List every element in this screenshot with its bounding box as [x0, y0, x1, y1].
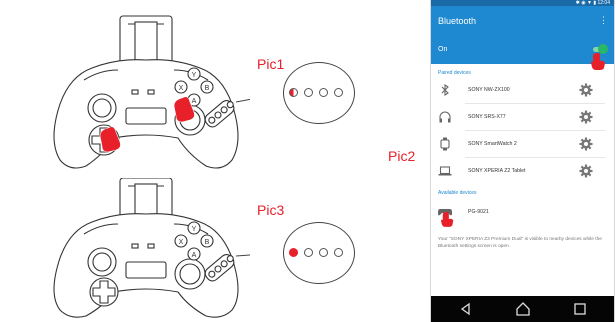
divider — [465, 103, 605, 104]
navigation-bar — [431, 296, 614, 322]
recents-icon[interactable] — [572, 301, 588, 317]
led-2 — [304, 88, 313, 97]
screen-title: Bluetooth — [438, 16, 477, 26]
app-bar: Bluetooth ⋮ — [431, 6, 614, 36]
paired-device-row[interactable]: SONY SmartWatch 2 — [431, 131, 614, 157]
gear-icon[interactable] — [579, 110, 593, 124]
tap-hand-icon — [441, 211, 454, 227]
gear-icon[interactable] — [579, 83, 593, 97]
home-icon[interactable] — [515, 301, 531, 317]
bluetooth-icon — [441, 83, 449, 97]
device-name: PG-9021 — [468, 209, 489, 215]
press-hand-icons — [99, 96, 195, 153]
controller-pic3: Y X B A — [53, 178, 250, 318]
led-magnifier-pic3 — [283, 222, 355, 284]
button-y-label: Y — [192, 72, 197, 79]
controller-pic1: Y X B A — [53, 15, 250, 169]
laptop-icon — [438, 166, 452, 176]
device-name: SONY NW-ZX100 — [468, 87, 510, 93]
pic1-label: Pic1 — [257, 56, 285, 72]
gear-icon[interactable] — [579, 137, 593, 151]
paired-device-row[interactable]: SONY XPERIA Z2 Tablet — [431, 158, 614, 184]
paired-device-row[interactable]: SONY SRS-X77 — [431, 104, 614, 130]
led-2 — [304, 248, 313, 257]
led-3 — [319, 88, 328, 97]
led-magnifier-pic1 — [283, 62, 355, 124]
watch-icon — [440, 137, 450, 151]
bluetooth-toggle-row[interactable]: On — [431, 36, 614, 64]
pic2-label: Pic2 — [388, 148, 416, 164]
status-bar: ✱ ◉ ▼ ▮ 12:04 — [431, 0, 614, 6]
button-x-label: X — [179, 239, 184, 246]
toggle-label: On — [438, 46, 448, 53]
device-name: SONY SRS-X77 — [468, 114, 506, 120]
paired-devices-header: Paired devices — [438, 70, 471, 76]
tap-hand-icon — [591, 52, 605, 70]
led-1-half-lit — [289, 88, 298, 97]
android-bluetooth-screen: ✱ ◉ ▼ ▮ 12:04 Bluetooth ⋮ On Paired devi… — [431, 0, 614, 322]
divider — [465, 157, 605, 158]
divider — [465, 130, 605, 131]
button-x-label: X — [179, 85, 184, 92]
toggle-knob[interactable] — [598, 44, 608, 54]
button-a-label: A — [192, 98, 197, 105]
visibility-note: Your "SONY XPERIA Z3 Premium Dual" is vi… — [438, 237, 602, 249]
led-4 — [334, 248, 343, 257]
available-device-row[interactable]: PG-9021 — [431, 198, 614, 224]
button-a-label: A — [192, 252, 197, 259]
more-vert-icon[interactable]: ⋮ — [599, 15, 608, 25]
led-4 — [334, 88, 343, 97]
back-icon[interactable] — [458, 301, 474, 317]
device-name: SONY XPERIA Z2 Tablet — [468, 168, 526, 174]
paired-device-row[interactable]: SONY NW-ZX100 — [431, 77, 614, 103]
button-b-label: B — [205, 239, 210, 246]
led-3 — [319, 248, 328, 257]
device-name: SONY SmartWatch 2 — [468, 141, 517, 147]
gear-icon[interactable] — [579, 164, 593, 178]
button-b-label: B — [205, 85, 210, 92]
available-devices-header: Available devices — [438, 190, 477, 196]
pic3-label: Pic3 — [257, 202, 285, 218]
headphones-icon — [439, 111, 451, 123]
led-1-lit — [289, 248, 298, 257]
button-y-label: Y — [192, 226, 197, 233]
